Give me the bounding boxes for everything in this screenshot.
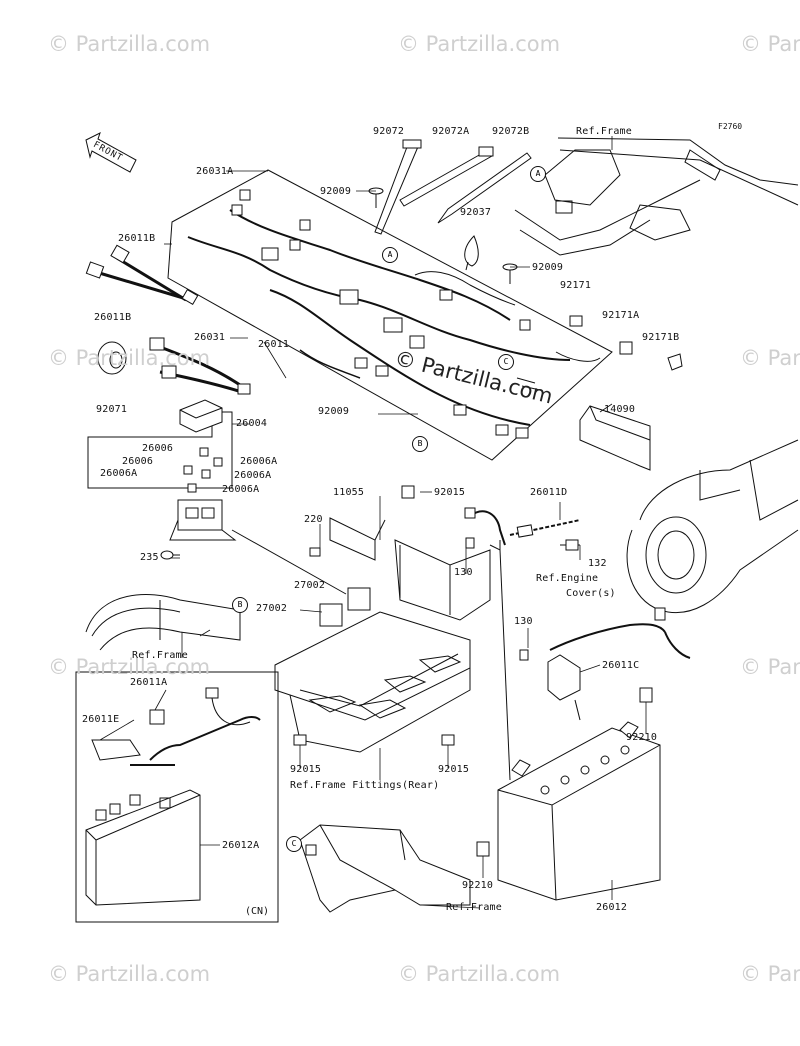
- part-label: Cover(s): [566, 588, 616, 599]
- relay-27002: [319, 587, 371, 627]
- callout-b: B: [412, 436, 428, 452]
- part-label: 92210: [626, 732, 658, 743]
- part-label: 14090: [604, 404, 636, 415]
- frame-bottom: [299, 824, 471, 913]
- part-label: 27002: [256, 603, 288, 614]
- part-label: 220: [304, 514, 323, 525]
- harness-26031A: [167, 169, 613, 461]
- part-label: 92009: [532, 262, 564, 273]
- part-label: 92015: [438, 764, 470, 775]
- part-label: Ref.Engine: [536, 573, 599, 584]
- part-label: 92210: [462, 880, 494, 891]
- part-label: 26011E: [82, 714, 120, 725]
- part-label: 92171A: [602, 310, 640, 321]
- part-label: 92015: [434, 487, 466, 498]
- part-label: 26011C: [602, 660, 640, 671]
- part-label: 92037: [460, 207, 492, 218]
- fuse-box-group: [87, 399, 347, 595]
- part-label: 26006: [122, 456, 154, 467]
- part-label: Ref.Frame: [576, 126, 632, 137]
- part-label: 92072: [373, 126, 405, 137]
- inset-label: (CN): [245, 906, 270, 917]
- engine-cover: [626, 439, 799, 614]
- watermark: © Partzilla.com: [398, 962, 561, 986]
- leader-lines: [99, 136, 647, 909]
- part-label: 11055: [333, 487, 365, 498]
- bolt-220: [309, 547, 321, 557]
- part-label: 26006A: [100, 468, 138, 479]
- part-label: 92072B: [492, 126, 530, 137]
- callout-c: C: [286, 836, 302, 852]
- battery-bracket: [274, 517, 491, 753]
- part-label: 26006A: [222, 484, 260, 495]
- part-label: 27002: [294, 580, 326, 591]
- part-label: 26006A: [240, 456, 278, 467]
- part-label: 92171B: [642, 332, 680, 343]
- frame-top-right: [514, 137, 799, 256]
- callout-b: B: [232, 597, 248, 613]
- part-label: 26031: [194, 332, 226, 343]
- watermark: © Partzilla.com: [740, 655, 800, 679]
- part-label: Ref.Frame: [132, 650, 188, 661]
- part-label: 26011B: [118, 233, 156, 244]
- cover-14090: [579, 405, 651, 471]
- cable-26011C: [519, 607, 691, 721]
- part-label: Ref.Frame Fittings(Rear): [290, 780, 440, 791]
- part-label: 26006: [142, 443, 174, 454]
- callout-c: C: [498, 354, 514, 370]
- part-label: 26011A: [130, 677, 168, 688]
- figure-code: F2760: [718, 122, 743, 131]
- watermark: © Partzilla.com: [740, 962, 800, 986]
- part-label: 26031A: [196, 166, 234, 177]
- part-label: 26011D: [530, 487, 568, 498]
- part-label: 26011: [258, 339, 290, 350]
- grommet-92071: [97, 341, 127, 375]
- part-label: 26006A: [234, 470, 272, 481]
- cable-26011D: [464, 507, 581, 781]
- part-label: 235: [140, 552, 159, 563]
- nut-92015: [293, 485, 455, 746]
- callout-a: A: [382, 247, 398, 263]
- watermark: © Partzilla.com: [740, 346, 800, 370]
- part-label: 130: [454, 567, 473, 578]
- part-label: 130: [514, 616, 533, 627]
- part-label: 92009: [320, 186, 352, 197]
- part-label: 132: [588, 558, 607, 569]
- watermark: © Partzilla.com: [48, 655, 211, 679]
- clamp-92037: [464, 235, 479, 271]
- tie-strap-92072: [374, 139, 422, 235]
- watermark: © Partzilla.com: [48, 962, 211, 986]
- frame-left: [85, 594, 241, 651]
- watermark: © Partzilla.com: [398, 32, 561, 56]
- watermark: © Partzilla.com: [48, 346, 211, 370]
- watermark: © Partzilla.com: [740, 32, 800, 56]
- tie-strap-92072A: [399, 146, 494, 207]
- part-label: 92009: [318, 406, 350, 417]
- part-label: 92171: [560, 280, 592, 291]
- part-label: 92072A: [432, 126, 470, 137]
- part-label: Ref.Frame: [446, 902, 502, 913]
- front-arrow-icon: [85, 132, 137, 173]
- part-label: 26011B: [94, 312, 132, 323]
- part-label: 26004: [236, 418, 268, 429]
- part-label: 26012A: [222, 840, 260, 851]
- part-label: 92071: [96, 404, 128, 415]
- battery-26012: [497, 721, 661, 901]
- harness-26031: [149, 337, 251, 395]
- cable-26011B: [85, 244, 199, 306]
- tie-strap-92072B: [437, 152, 532, 224]
- inset-box: [75, 671, 279, 923]
- watermark: © Partzilla.com: [48, 32, 211, 56]
- part-label: 26012: [596, 902, 628, 913]
- callout-a: A: [530, 166, 546, 182]
- clip-92171: [569, 315, 683, 371]
- part-label: 92015: [290, 764, 322, 775]
